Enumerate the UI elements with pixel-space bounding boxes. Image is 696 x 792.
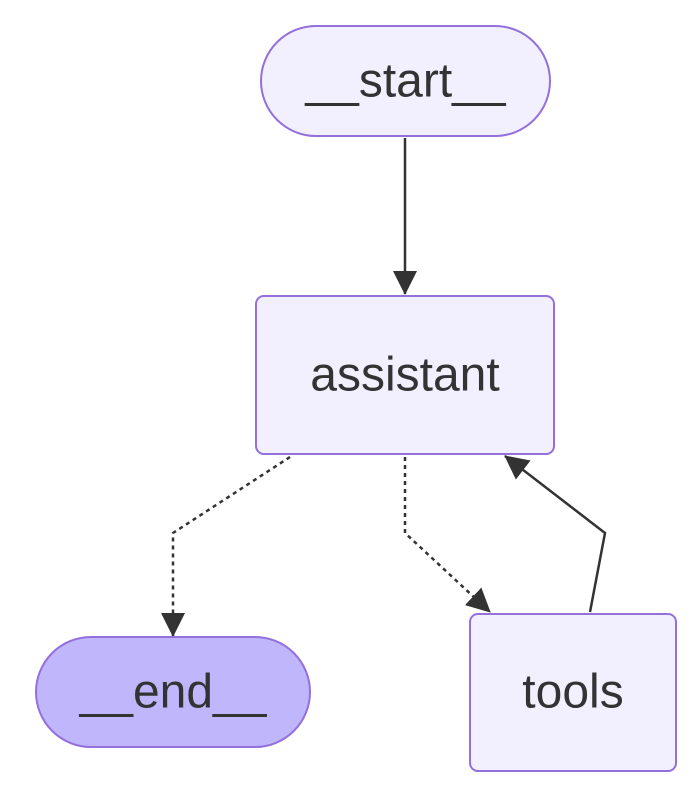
node-start[interactable]: __start__ (260, 25, 551, 137)
node-end[interactable]: __end__ (35, 636, 311, 748)
node-start-shape (260, 25, 551, 137)
node-assistant[interactable]: assistant (255, 295, 555, 455)
node-end-label: __end__ (79, 666, 268, 719)
edges (161, 138, 607, 637)
node-tools[interactable]: tools (469, 613, 677, 772)
node-tools-label: tools (522, 666, 623, 719)
edge-tools-to-assistant (504, 455, 607, 613)
node-assistant-shape (255, 295, 555, 455)
node-end-shape (35, 636, 311, 748)
node-assistant-label: assistant (310, 349, 499, 402)
node-start-label: __start__ (304, 55, 506, 108)
edge-assistant-to-end (161, 455, 291, 637)
edge-assistant-to-tools (403, 457, 491, 613)
node-tools-shape (469, 613, 677, 772)
